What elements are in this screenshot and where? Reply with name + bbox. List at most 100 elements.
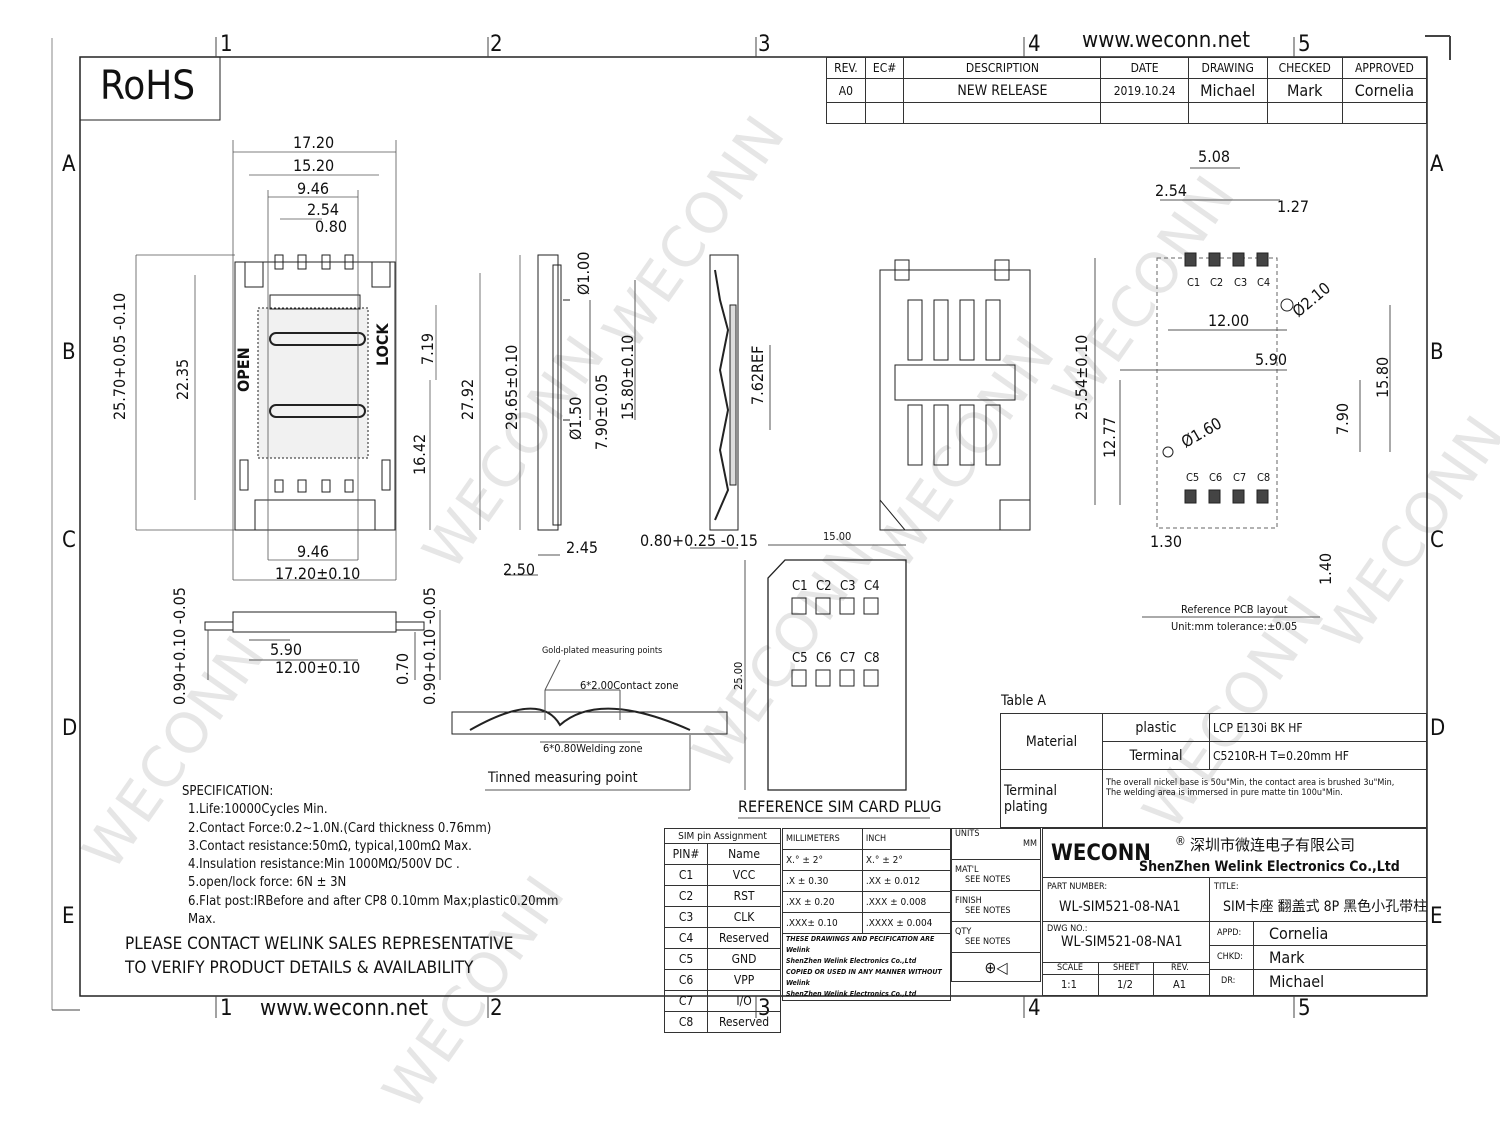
sheet-label: SHEET	[1113, 963, 1140, 973]
dim-label: 7.90	[1333, 402, 1352, 435]
units-value: MM	[1023, 839, 1037, 849]
part-number-label: PART NUMBER:	[1047, 882, 1108, 892]
dim-label: 5.90	[1255, 350, 1288, 369]
rev-value: A1	[1173, 978, 1187, 991]
dim-label: 12.77	[1100, 416, 1119, 458]
sim-card-title: REFERENCE SIM CARD PLUG	[738, 797, 942, 816]
notice-line: ShenZhen Welink Electronics Co.,Ltd	[786, 990, 917, 998]
pin-cell: C6	[663, 969, 709, 991]
dim-label: 0.90+0.10 -0.05	[420, 587, 439, 705]
approved-cell: Cornelia	[1341, 78, 1428, 103]
chkd-value: Mark	[1269, 948, 1305, 967]
drawing-cell: Michael	[1187, 78, 1268, 103]
dim-label: 5.90	[270, 640, 303, 659]
specification-block: SPECIFICATION: 1.Life:10000Cycles Min. 2…	[182, 783, 558, 929]
name-cell: Reserved	[707, 927, 781, 949]
grid-row-label: C	[62, 528, 76, 553]
dim-label: 9.46	[297, 542, 330, 561]
tinned-point-label: Tinned measuring point	[488, 770, 638, 786]
dwg-no-label: DWG NO.:	[1047, 924, 1088, 934]
plating-value: The overall nickel base is 50u"Min, the …	[1106, 778, 1395, 788]
checked-cell: Mark	[1266, 78, 1343, 103]
spec-item: 2.Contact Force:0.2~1.0N.(Card thickness…	[188, 820, 492, 836]
sim-pin-label: C2	[816, 579, 832, 594]
grid-row-label: A	[62, 152, 76, 177]
dim-label: 1.30	[1150, 532, 1183, 551]
spec-item: 4.Insulation resistance:Min 1000MΩ/500V …	[188, 857, 460, 873]
dim-label: 22.35	[173, 358, 192, 400]
sim-pin-label: C6	[816, 651, 832, 666]
finish-value: SEE NOTES	[965, 906, 1011, 916]
grid-row-label: D	[1430, 716, 1446, 741]
tol-cell: X.° ± 2°	[861, 849, 952, 871]
plating-label: Terminal plating	[1000, 769, 1103, 828]
grid-col-label: 1	[220, 996, 233, 1021]
registered-mark: ®	[1175, 834, 1186, 848]
brand-logo: WECONN	[1051, 841, 1151, 866]
grid-col-label: 1	[220, 32, 233, 57]
bottom-view-outline	[879, 259, 1031, 531]
dim-label: Ø1.00	[574, 251, 593, 295]
pin-cell: C2	[663, 885, 709, 907]
grid-col-label: 2	[490, 996, 503, 1021]
dim-label: 7.90±0.05	[592, 373, 611, 450]
grid-row-label: A	[1430, 152, 1444, 177]
scale-label: SCALE	[1057, 963, 1083, 973]
url-top: www.weconn.net	[1082, 28, 1251, 53]
dwg-no-value: WL-SIM521-08-NA1	[1061, 934, 1183, 950]
open-label: OPEN	[234, 347, 253, 392]
dim-label: 0.80+0.25 -0.15	[640, 531, 758, 550]
section-view-outline	[451, 659, 728, 791]
scale-value: 1:1	[1061, 978, 1077, 991]
drawing-linework	[51, 35, 1451, 1018]
notice-line: THESE DRAWINGS AND PECIFICATION ARE Weli…	[786, 935, 935, 954]
mm-header: MILLIMETERS	[782, 828, 863, 850]
pin-cell: C3	[663, 906, 709, 928]
sim-pin-label: C5	[792, 651, 808, 666]
grid-col-label: 3	[758, 32, 771, 57]
sim-pin-label: C3	[840, 579, 856, 594]
name-cell: Reserved	[707, 1011, 781, 1033]
pcb-pin-label: C5	[1186, 471, 1200, 484]
dim-label: 17.20	[293, 133, 335, 152]
date-cell: 2019.10.24	[1100, 78, 1189, 103]
rev-cell: A0	[826, 78, 866, 103]
inch-header: INCH	[861, 828, 952, 850]
pcb-pin-label: C3	[1234, 276, 1248, 289]
grid-row-label: B	[62, 340, 76, 365]
pcb-pin-label: C4	[1257, 276, 1271, 289]
gold-plated-label: Gold-plated measuring points	[542, 646, 663, 656]
finish-label: FINISH	[955, 896, 982, 906]
title-value: SIM卡座 翻盖式 8P 黑色小孔带柱	[1223, 899, 1428, 915]
name-cell: GND	[707, 948, 781, 970]
sim-pin-label: C7	[840, 651, 856, 666]
front-view-outline	[204, 610, 441, 680]
description-header: DESCRIPTION	[903, 57, 1102, 79]
grid-row-label: E	[62, 904, 75, 929]
pin-cell: C5	[663, 948, 709, 970]
matl-label: MAT'L	[955, 865, 979, 875]
plastic-label: plastic	[1102, 713, 1210, 742]
appd-value: Cornelia	[1269, 924, 1329, 943]
spec-item: 6.Flat post:IRBefore and after CP8 0.10m…	[188, 893, 559, 909]
grid-row-label: D	[62, 716, 78, 741]
pcb-pin-label: C6	[1209, 471, 1223, 484]
name-header: Name	[707, 843, 781, 865]
dim-label: Ø1.50	[566, 396, 585, 440]
tol-cell: X.° ± 2°	[782, 849, 863, 871]
dim-label: 2.54	[307, 200, 340, 219]
side-view-outline	[505, 254, 636, 576]
sim-pin-label: C1	[792, 579, 808, 594]
tol-cell: .XX ± 0.20	[782, 891, 863, 913]
pcb-title: Reference PCB layout	[1181, 603, 1288, 616]
dim-label: 7.62REF	[748, 345, 767, 405]
pin-cell: C4	[663, 927, 709, 949]
rev-header: REV.	[826, 57, 866, 79]
approved-header: APPROVED	[1341, 57, 1428, 79]
plating-value: The welding area is immersed in pure mat…	[1106, 788, 1343, 798]
dim-label: 12.00±0.10	[275, 658, 361, 677]
dim-label: 15.80	[1373, 356, 1392, 398]
